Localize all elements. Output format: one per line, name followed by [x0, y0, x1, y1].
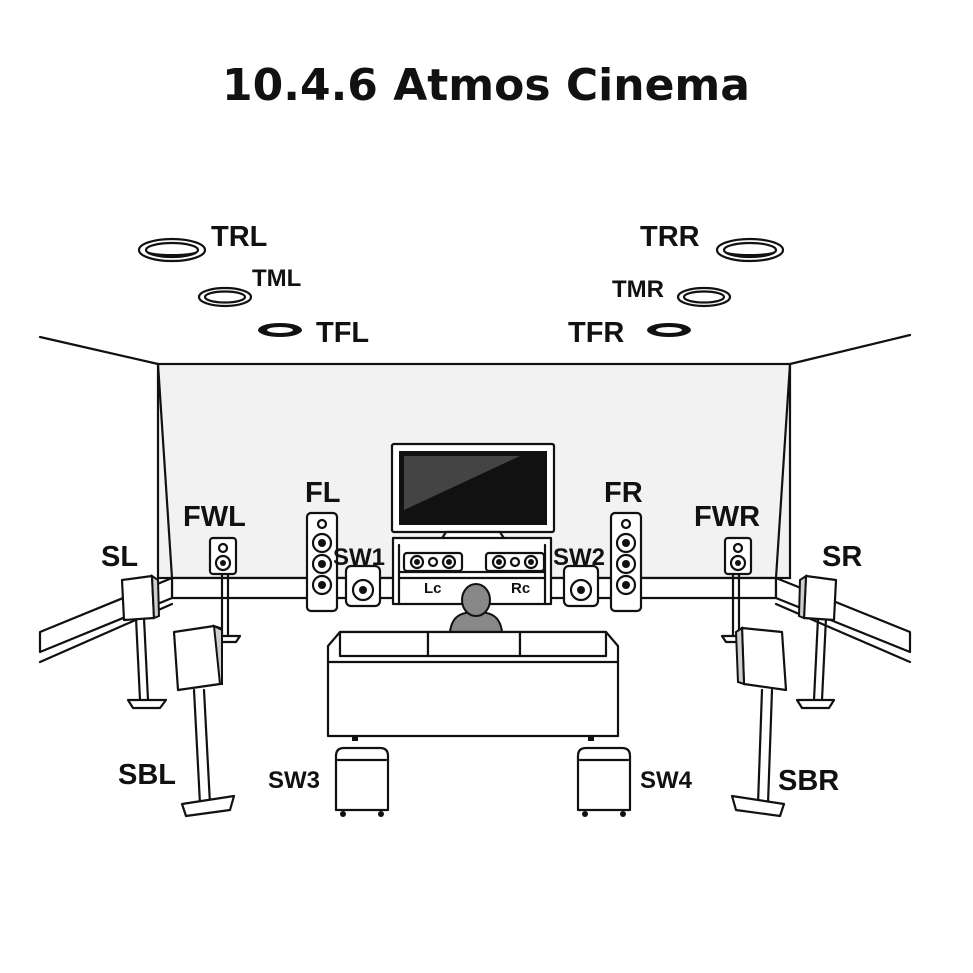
- label-fwl: FWL: [183, 501, 246, 533]
- label-rc: Rc: [511, 580, 530, 597]
- listener: [448, 583, 504, 633]
- speaker-fr: [609, 511, 643, 613]
- label-sw3: SW3: [268, 767, 320, 794]
- television: [390, 442, 556, 542]
- label-lc: Lc: [424, 580, 442, 597]
- label-sw1: SW1: [333, 544, 385, 571]
- speaker-sbr: [730, 626, 788, 818]
- speaker-trr: [715, 237, 785, 263]
- speaker-fl: [305, 511, 339, 613]
- diagram-title: 10.4.6 Atmos Cinema: [222, 60, 750, 111]
- speaker-sbl: [172, 624, 236, 818]
- speaker-tfl: [258, 323, 302, 337]
- sofa: [326, 630, 620, 741]
- label-tfr: TFR: [568, 317, 624, 349]
- speaker-trl: [137, 237, 207, 263]
- center-speaker-rc: [484, 551, 546, 573]
- subwoofer-sw4: [576, 746, 632, 817]
- speaker-labels: TRL TML TFL TRR TMR TFR FL FR FWL FWR SL…: [101, 221, 862, 797]
- speaker-fwr: [720, 536, 753, 644]
- speaker-sl: [120, 574, 168, 710]
- label-trr: TRR: [640, 221, 700, 253]
- label-sbr: SBR: [778, 765, 839, 797]
- right-baseboard: [774, 576, 912, 654]
- subwoofer-sw1: [344, 564, 382, 608]
- speaker-fwl: [208, 536, 242, 644]
- label-fr: FR: [604, 477, 643, 509]
- label-tml: TML: [252, 265, 301, 292]
- center-speaker-lc: [402, 551, 464, 573]
- label-tmr: TMR: [612, 276, 664, 303]
- label-sw4: SW4: [640, 767, 693, 794]
- label-fl: FL: [305, 477, 340, 509]
- subwoofer-sw3: [334, 746, 390, 817]
- subwoofer-sw2: [562, 564, 600, 608]
- label-sw2: SW2: [553, 544, 605, 571]
- speaker-tmr: [676, 286, 732, 308]
- label-sbl: SBL: [118, 759, 176, 791]
- speaker-tml: [197, 286, 253, 308]
- label-sr: SR: [822, 541, 862, 573]
- label-trl: TRL: [211, 221, 267, 253]
- label-sl: SL: [101, 541, 138, 573]
- label-fwr: FWR: [694, 501, 760, 533]
- speaker-sr: [795, 574, 838, 710]
- speaker-tfr: [647, 323, 691, 337]
- label-tfl: TFL: [316, 317, 369, 349]
